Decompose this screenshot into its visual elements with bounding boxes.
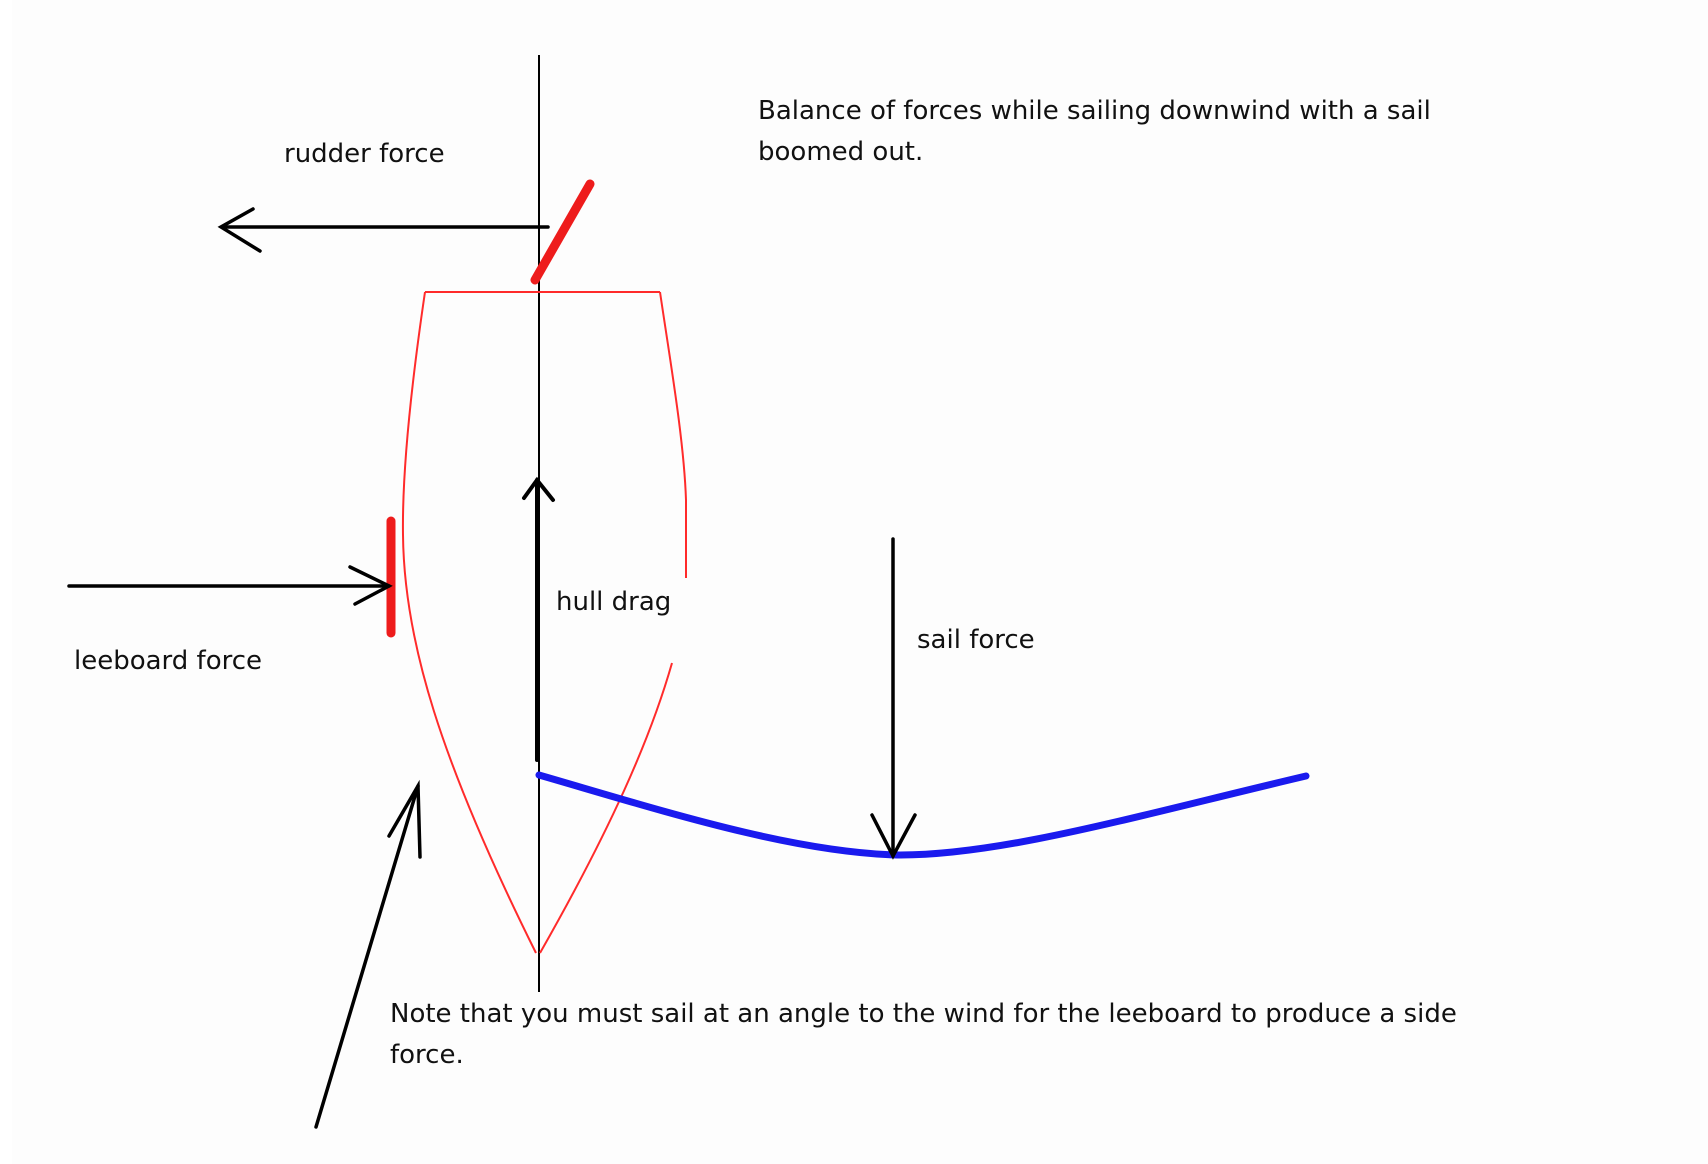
footnote-line-1: Note that you must sail at an angle to t… bbox=[390, 999, 1457, 1029]
sail-force-arrow bbox=[870, 537, 917, 860]
hull-starboard-side-lower bbox=[539, 662, 673, 954]
sail-force-label: sail force bbox=[917, 625, 1035, 655]
title-line-1: Balance of forces while sailing downwind… bbox=[758, 96, 1431, 126]
rudder-force-label: rudder force bbox=[284, 139, 445, 169]
leeboard-force-label: leeboard force bbox=[74, 646, 263, 676]
footnote: Note that you must sail at an angle to t… bbox=[390, 994, 1640, 1076]
hull-drag-label: hull drag bbox=[556, 587, 672, 617]
hull-starboard-side-upper bbox=[659, 291, 687, 578]
rudder-force-arrow bbox=[217, 207, 550, 253]
hull-port-side bbox=[401, 291, 537, 954]
wind-direction-arrow bbox=[314, 779, 422, 1129]
title-line-2: boomed out. bbox=[758, 137, 924, 167]
sail bbox=[535, 771, 1310, 859]
page-background bbox=[12, 0, 1708, 1164]
leeboard-force-arrow bbox=[67, 565, 393, 606]
hull-drag-arrow bbox=[522, 476, 555, 762]
hull-outline bbox=[401, 291, 687, 954]
diagram-title-note: Balance of forces while sailing downwind… bbox=[758, 91, 1658, 173]
footnote-line-2: force. bbox=[390, 1040, 464, 1070]
rudder bbox=[530, 179, 595, 285]
